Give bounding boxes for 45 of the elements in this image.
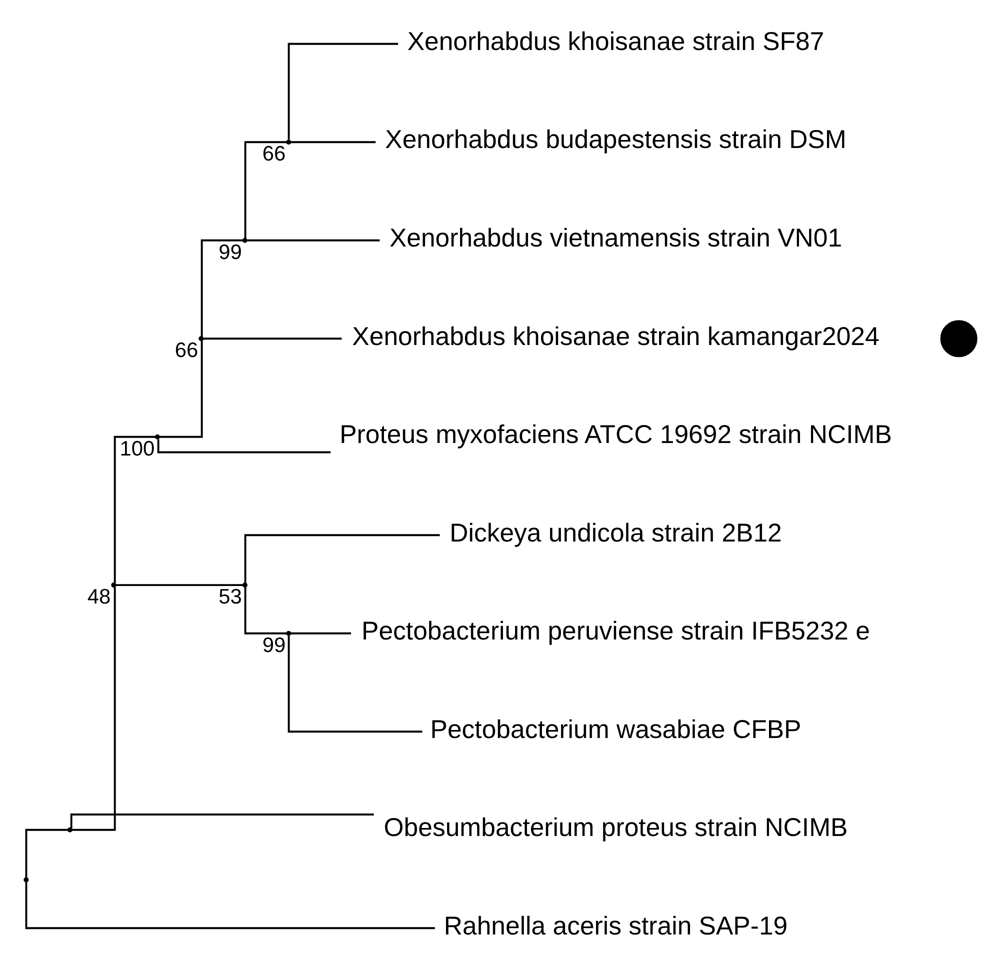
- connector: [200, 239, 243, 337]
- node-label: 48: [86, 586, 110, 609]
- node-point: [286, 630, 291, 636]
- connector: [24, 882, 434, 930]
- connector: [71, 586, 116, 831]
- node-text: Xenorhabdus budapestensis strain DSM: [384, 126, 846, 154]
- node-label: 66: [262, 142, 286, 166]
- node-label: 53: [218, 586, 242, 609]
- node-text: Xenorhabdus khoisanae strain SF87: [406, 28, 824, 56]
- connector: [287, 42, 398, 140]
- node-point: [66, 827, 72, 832]
- connector: [70, 814, 374, 828]
- node-circle: [940, 320, 977, 358]
- node-text: Xenorhabdus vietnamensis strain VN01: [388, 224, 842, 252]
- node-label: 99: [218, 240, 242, 264]
- node-point: [154, 434, 160, 440]
- node-text: Proteus myxofaciens ATCC 19692 strain NCIMB: [339, 420, 892, 449]
- node-point: [286, 140, 291, 145]
- connector: [246, 239, 380, 242]
- node-point: [198, 336, 204, 342]
- node-text: Xenorhabdus khoisanae strain kamangar2024: [352, 322, 879, 351]
- node-text: Rahnella aceris strain SAP-19: [443, 912, 788, 940]
- node-text: Pectobacterium peruviense strain IFB5232 e: [361, 618, 870, 646]
- connector: [115, 584, 242, 586]
- connector: [290, 632, 351, 634]
- connector: [158, 340, 202, 438]
- connector: [244, 141, 286, 239]
- connector: [113, 436, 156, 584]
- node-label: 99: [262, 634, 286, 657]
- node-point: [242, 238, 247, 243]
- node-point: [110, 582, 116, 588]
- node-text: Dickeya undicola strain 2B12: [449, 519, 782, 548]
- connector: [244, 587, 286, 634]
- node-point: [23, 877, 28, 882]
- node-label: 66: [174, 339, 198, 362]
- connector: [244, 534, 440, 583]
- connector: [290, 141, 376, 144]
- node-text: Obesumbacterium proteus strain NCIMB: [383, 814, 848, 842]
- connector: [287, 636, 422, 733]
- node-label: 100: [119, 437, 154, 460]
- node-text: Pectobacterium wasabiae CFBP: [430, 716, 801, 744]
- connector: [24, 828, 68, 878]
- connector: [202, 338, 342, 340]
- connector: [156, 439, 330, 454]
- node-point: [242, 582, 247, 588]
